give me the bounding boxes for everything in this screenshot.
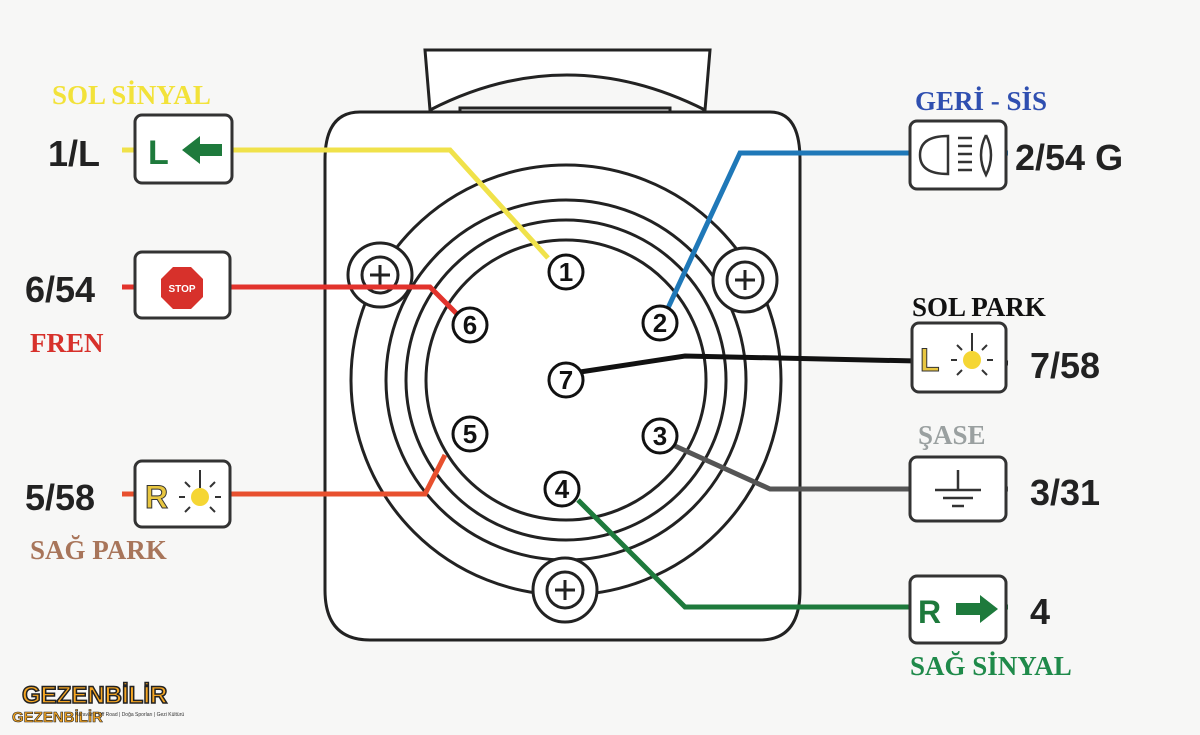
icon-box-4: R	[908, 574, 1008, 645]
pin-6: 6	[451, 306, 489, 344]
wire-pin-4	[576, 498, 1008, 610]
stop-sign-icon	[161, 267, 203, 309]
pin-7: 7	[547, 361, 585, 399]
label-sag-park: SAĞ PARK	[30, 535, 167, 565]
light-icon	[179, 470, 221, 513]
code-1: 1/L	[48, 133, 100, 174]
logo: GEZENBİLİR GEZENBİLİR Karavan | Off Road…	[12, 681, 185, 726]
socket-body	[323, 48, 802, 642]
code-4: 4	[1030, 591, 1050, 632]
svg-text:3: 3	[653, 421, 667, 451]
fog-light-icon	[918, 134, 993, 178]
svg-text:1: 1	[559, 257, 573, 287]
label-fren: FREN	[30, 328, 104, 358]
svg-text:GEZENBİLİR: GEZENBİLİR	[22, 682, 167, 709]
code-7: 7/58	[1030, 345, 1100, 386]
pin-1: 1	[547, 253, 585, 291]
pins: 1 6 5 2 7 3 4	[451, 253, 679, 508]
wire-pin-7	[579, 353, 1009, 375]
label-sol-sinyal: SOL SİNYAL	[52, 80, 211, 110]
code-5: 5/58	[25, 477, 95, 518]
right-arrow-icon	[956, 595, 998, 623]
svg-text:5: 5	[463, 419, 477, 449]
pin-2: 2	[641, 304, 679, 342]
svg-text:4: 4	[555, 474, 570, 504]
svg-text:R: R	[918, 594, 941, 630]
ground-icon	[935, 470, 981, 508]
icon-box-2	[908, 119, 1008, 191]
left-arrow-icon	[182, 136, 222, 164]
icon-box-7: L	[910, 321, 1008, 394]
code-6: 6/54	[25, 269, 95, 310]
pin-3: 3	[641, 417, 679, 455]
svg-text:GEZENBİLİR: GEZENBİLİR	[12, 709, 103, 726]
svg-text:L: L	[920, 342, 940, 378]
label-geri-sis: GERİ - SİS	[915, 86, 1047, 116]
pin-4: 4	[543, 470, 581, 508]
svg-text:2: 2	[653, 308, 667, 338]
svg-text:7: 7	[559, 365, 573, 395]
light-icon	[951, 333, 993, 376]
icon-box-6: STOP	[133, 250, 232, 320]
svg-text:R: R	[145, 479, 168, 515]
label-sag-sinyal: SAĞ SİNYAL	[910, 651, 1072, 681]
svg-text:L: L	[148, 134, 169, 172]
pin-5: 5	[451, 415, 489, 453]
label-sase: ŞASE	[918, 420, 986, 450]
icon-box-3	[908, 455, 1008, 523]
icon-box-5: R	[133, 459, 232, 529]
svg-text:STOP: STOP	[168, 284, 195, 295]
label-sol-park: SOL PARK	[912, 292, 1046, 322]
svg-text:Karavan | Off Road | Doğa Spor: Karavan | Off Road | Doğa Sporları | Gez…	[75, 712, 184, 718]
icon-box-1: L	[133, 113, 234, 185]
code-2: 2/54 G	[1015, 137, 1123, 178]
code-3: 3/31	[1030, 472, 1100, 513]
svg-text:6: 6	[463, 310, 477, 340]
